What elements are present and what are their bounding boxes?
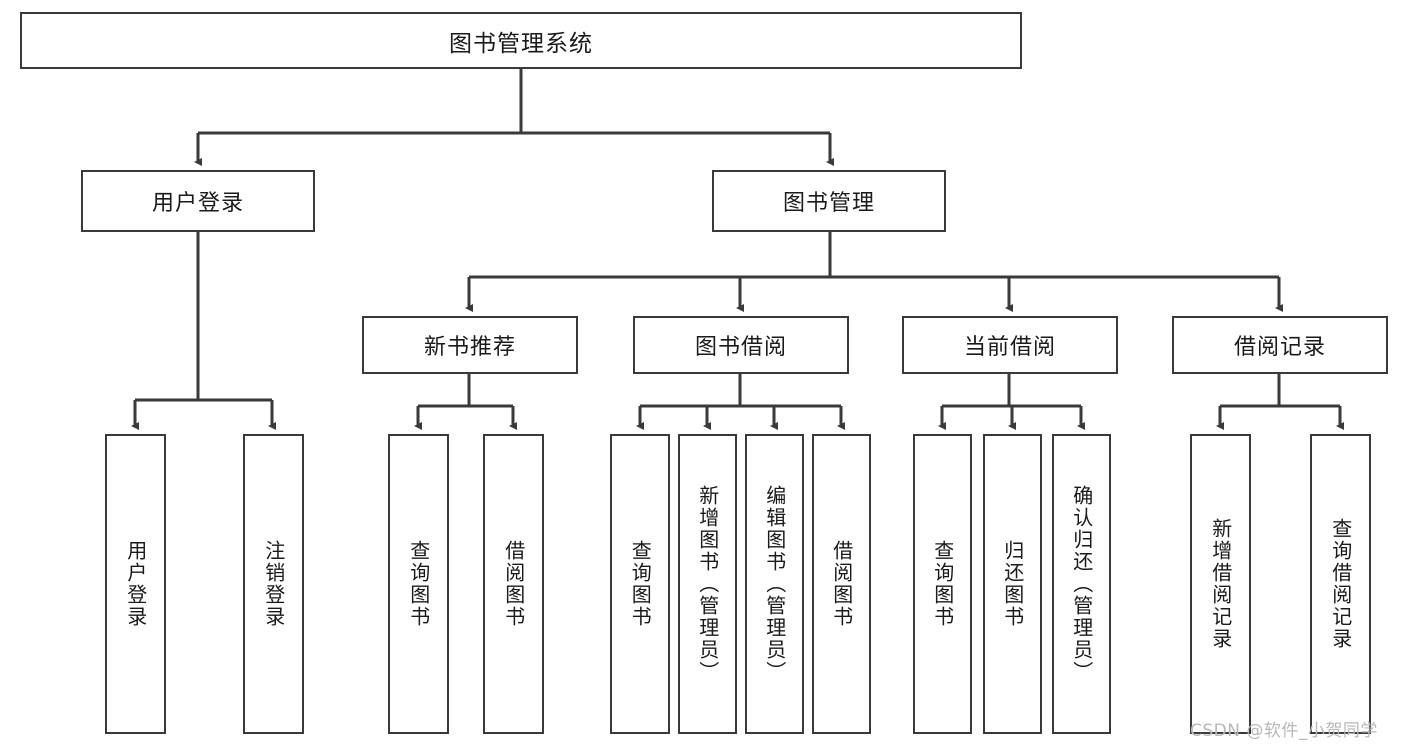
node-leaf-confirm-return-label: 确认归还（管理员） bbox=[1069, 485, 1094, 683]
node-leaf-edit-book-label: 编辑图书（管理员） bbox=[762, 485, 787, 683]
node-leaf-return-book-label: 归还图书 bbox=[1000, 540, 1025, 628]
node-leaf-user-login-label: 用户登录 bbox=[123, 540, 148, 628]
node-root-system[interactable]: 图书管理系统 bbox=[20, 12, 1022, 69]
node-book-management-label: 图书管理 bbox=[782, 191, 875, 216]
node-leaf-add-book-label: 新增图书（管理员） bbox=[695, 485, 720, 683]
node-leaf-confirm-return[interactable]: 确认归还（管理员） bbox=[1052, 434, 1111, 734]
node-leaf-add-record[interactable]: 新增借阅记录 bbox=[1190, 434, 1251, 734]
node-current-borrow[interactable]: 当前借阅 bbox=[902, 316, 1118, 374]
node-leaf-logout-label: 注销登录 bbox=[261, 540, 286, 628]
node-leaf-user-login[interactable]: 用户登录 bbox=[105, 434, 166, 734]
node-user-login-label: 用户登录 bbox=[151, 191, 244, 216]
node-leaf-query-book-3-label: 查询图书 bbox=[930, 540, 955, 628]
csdn-watermark: CSDN @软件_小贺同学 bbox=[1190, 721, 1378, 741]
node-borrow-record-label: 借阅记录 bbox=[1233, 335, 1326, 360]
node-leaf-borrow-book-1[interactable]: 借阅图书 bbox=[483, 434, 544, 734]
node-leaf-add-record-label: 新增借阅记录 bbox=[1208, 518, 1233, 650]
node-book-borrow[interactable]: 图书借阅 bbox=[633, 316, 849, 374]
node-leaf-query-book-3[interactable]: 查询图书 bbox=[913, 434, 972, 734]
node-user-login[interactable]: 用户登录 bbox=[81, 170, 315, 232]
node-leaf-query-book-1[interactable]: 查询图书 bbox=[388, 434, 449, 734]
node-leaf-query-book-1-label: 查询图书 bbox=[406, 540, 431, 628]
node-leaf-borrow-book-1-label: 借阅图书 bbox=[501, 540, 526, 628]
node-new-book-recommend[interactable]: 新书推荐 bbox=[362, 316, 578, 374]
node-new-book-recommend-label: 新书推荐 bbox=[423, 335, 516, 360]
node-root-label: 图书管理系统 bbox=[449, 30, 593, 57]
node-leaf-query-record[interactable]: 查询借阅记录 bbox=[1310, 434, 1371, 734]
node-leaf-return-book[interactable]: 归还图书 bbox=[983, 434, 1042, 734]
node-borrow-record[interactable]: 借阅记录 bbox=[1172, 316, 1388, 374]
node-leaf-query-book-2[interactable]: 查询图书 bbox=[610, 434, 670, 734]
node-book-management[interactable]: 图书管理 bbox=[712, 170, 946, 232]
node-leaf-add-book[interactable]: 新增图书（管理员） bbox=[678, 434, 737, 734]
node-leaf-query-record-label: 查询借阅记录 bbox=[1328, 518, 1353, 650]
node-leaf-query-book-2-label: 查询图书 bbox=[628, 540, 653, 628]
node-leaf-edit-book[interactable]: 编辑图书（管理员） bbox=[745, 434, 804, 734]
node-leaf-logout[interactable]: 注销登录 bbox=[243, 434, 304, 734]
node-leaf-borrow-book-2[interactable]: 借阅图书 bbox=[812, 434, 871, 734]
node-book-borrow-label: 图书借阅 bbox=[694, 335, 787, 360]
node-current-borrow-label: 当前借阅 bbox=[963, 335, 1056, 360]
node-leaf-borrow-book-2-label: 借阅图书 bbox=[829, 540, 854, 628]
